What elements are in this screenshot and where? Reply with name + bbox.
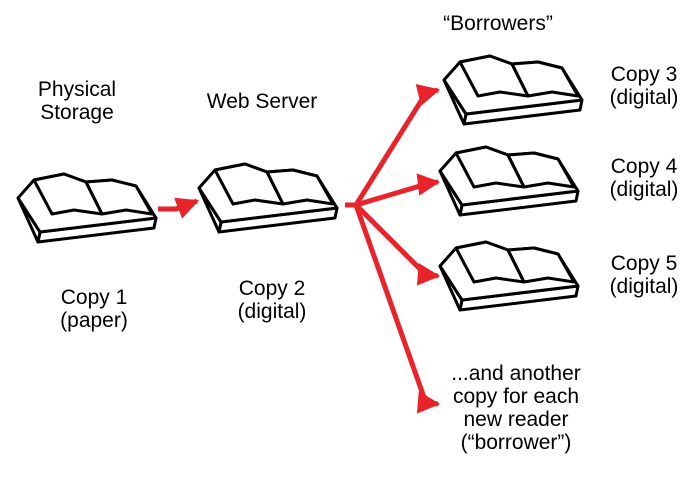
copy5-line2: (digital)	[609, 275, 679, 298]
book-copy1-icon	[16, 172, 158, 244]
book-copy5-icon	[438, 240, 580, 312]
copy5-label: Copy 5 (digital)	[592, 252, 696, 298]
copy5-line1: Copy 5	[610, 252, 678, 275]
another-line4: (“borrower”)	[460, 431, 572, 454]
book-copy3-icon	[442, 54, 584, 126]
copy4-line1: Copy 4	[610, 155, 678, 178]
copy3-line2: (digital)	[609, 86, 679, 109]
book-copy2-icon	[197, 162, 339, 234]
copy4-label: Copy 4 (digital)	[592, 155, 696, 201]
physical-storage-line2: Storage	[40, 101, 114, 124]
another-copy-label: ...and another copy for each new reader …	[438, 362, 594, 454]
copy1-line1: Copy 1	[60, 286, 128, 309]
copy2-label: Copy 2 (digital)	[220, 277, 324, 323]
web-server-label: Web Server	[206, 90, 318, 113]
copy1-line2: (paper)	[60, 309, 128, 332]
copy3-line1: Copy 3	[610, 63, 678, 86]
another-line2: copy for each	[452, 385, 580, 408]
physical-storage-label: Physical Storage	[18, 78, 136, 124]
copy2-line1: Copy 2	[238, 277, 306, 300]
borrowers-label: “Borrowers”	[443, 12, 553, 35]
arrow-to-copy4	[355, 173, 441, 208]
arrow-to-copy3	[345, 83, 441, 208]
arrow-to-copy5	[354, 203, 441, 286]
copy2-line2: (digital)	[237, 300, 307, 323]
physical-storage-line1: Physical	[37, 78, 117, 101]
copy3-label: Copy 3 (digital)	[592, 63, 696, 109]
copy4-line2: (digital)	[609, 178, 679, 201]
book-copy4-icon	[438, 145, 580, 217]
copy1-label: Copy 1 (paper)	[42, 286, 146, 332]
another-line3: new reader	[463, 408, 569, 431]
another-line1: ...and another	[451, 362, 581, 385]
arrow-to-another	[353, 204, 441, 414]
arrow-storage-to-server	[158, 197, 200, 219]
